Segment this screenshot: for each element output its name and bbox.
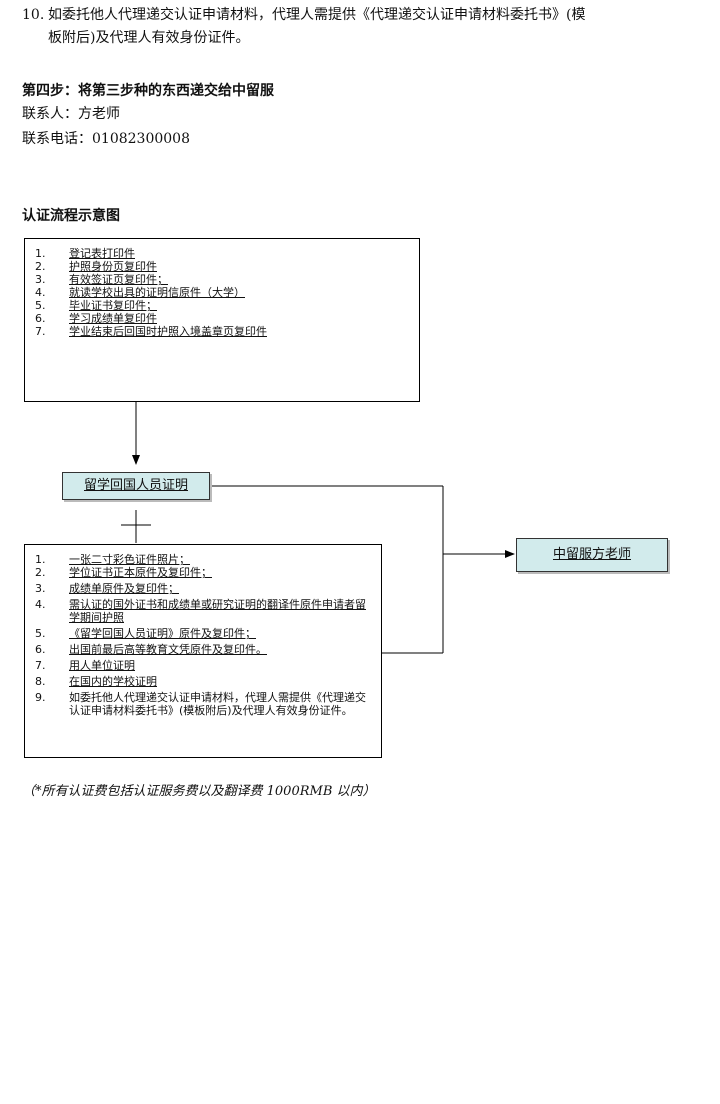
- intro-item-line1: 如委托他人代理递交认证申请材料，代理人需提供《代理递交认证申请材料委托书》(模: [48, 7, 586, 23]
- list-item: 2.学位证书正本原件及复印件；: [35, 566, 212, 579]
- list-item: 7.用人单位证明: [35, 659, 135, 672]
- list-item: 8.在国内的学校证明: [35, 675, 157, 688]
- list-item: 1.一张二寸彩色证件照片；: [35, 553, 190, 566]
- list-item: 3.成绩单原件及复印件；: [35, 582, 179, 595]
- list-item: 9.如委托他人代理递交认证申请材料，代理人需提供《代理递交认证申请材料委托书》(…: [35, 691, 366, 717]
- cscse-contact-box: 中留服方老师: [516, 538, 668, 572]
- intro-item-number: 10.: [22, 7, 45, 23]
- list-item: 7.学业结束后回国时护照入境盖章页复印件: [35, 325, 267, 338]
- list-item: 4.就读学校出具的证明信原件（大学）: [35, 286, 245, 299]
- list-item: 4.需认证的国外证书和成绩单或研究证明的翻译件原件申请者留学期间护照: [35, 598, 366, 624]
- list-item: 2.护照身份页复印件: [35, 260, 157, 273]
- returnee-certificate-label: 留学回国人员证明: [83, 478, 188, 493]
- documents-box-2: 1.一张二寸彩色证件照片； 2.学位证书正本原件及复印件； 3.成绩单原件及复印…: [24, 544, 382, 758]
- intro-item-10: 10.如委托他人代理递交认证申请材料，代理人需提供《代理递交认证申请材料委托书》…: [22, 5, 702, 26]
- intro-item-10-continuation: 板附后)及代理人有效身份证件。: [48, 30, 250, 46]
- flowchart-title: 认证流程示意图: [22, 208, 120, 224]
- list-item: 6.学习成绩单复印件: [35, 312, 157, 325]
- contact-phone: 联系电话：01082300008: [22, 131, 190, 147]
- fee-footnote: （*所有认证费包括认证服务费以及翻译费 1000RMB 以内）: [22, 784, 376, 799]
- cscse-contact-label: 中留服方老师: [552, 547, 631, 562]
- list-item: 5.《留学回国人员证明》原件及复印件；: [35, 627, 256, 640]
- step4-title: 第四步：将第三步种的东西递交给中留服: [22, 83, 274, 99]
- list-item: 6.出国前最后高等教育文凭原件及复印件。: [35, 643, 267, 656]
- returnee-certificate-box: 留学回国人员证明: [62, 472, 210, 500]
- list-item: 1.登记表打印件: [35, 247, 135, 260]
- documents-box-1: 1.登记表打印件 2.护照身份页复印件 3.有效签证页复印件； 4.就读学校出具…: [24, 238, 420, 402]
- list-item: 3.有效签证页复印件；: [35, 273, 168, 286]
- list-item: 5.毕业证书复印件；: [35, 299, 157, 312]
- contact-person: 联系人：方老师: [22, 106, 120, 122]
